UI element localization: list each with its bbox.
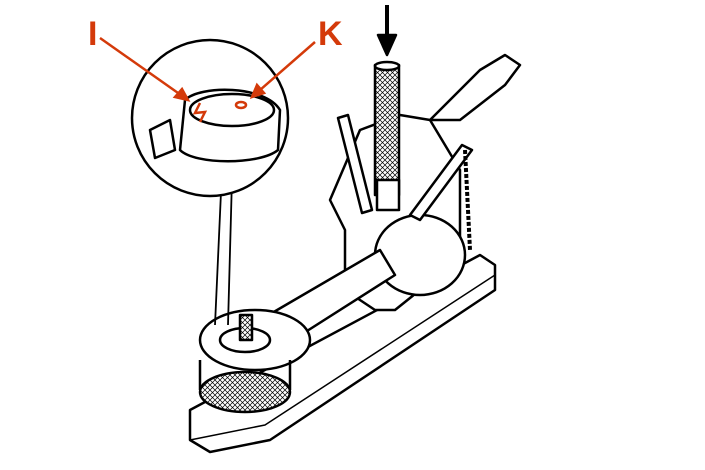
chain: [463, 149, 472, 251]
label-k: K: [318, 15, 343, 53]
callout-arrow-k: [251, 41, 316, 98]
press-pin: [373, 63, 401, 197]
mark-k-hole: [234, 100, 248, 110]
clamp-handle: [428, 53, 522, 122]
knurled-nut: [198, 370, 292, 414]
mark-i-notch: [192, 102, 208, 123]
left-bolt: [336, 113, 374, 215]
right-bolt: [408, 143, 474, 222]
callout-arrow-i: [99, 36, 189, 102]
label-i: I: [88, 15, 98, 53]
piston: [373, 213, 467, 297]
